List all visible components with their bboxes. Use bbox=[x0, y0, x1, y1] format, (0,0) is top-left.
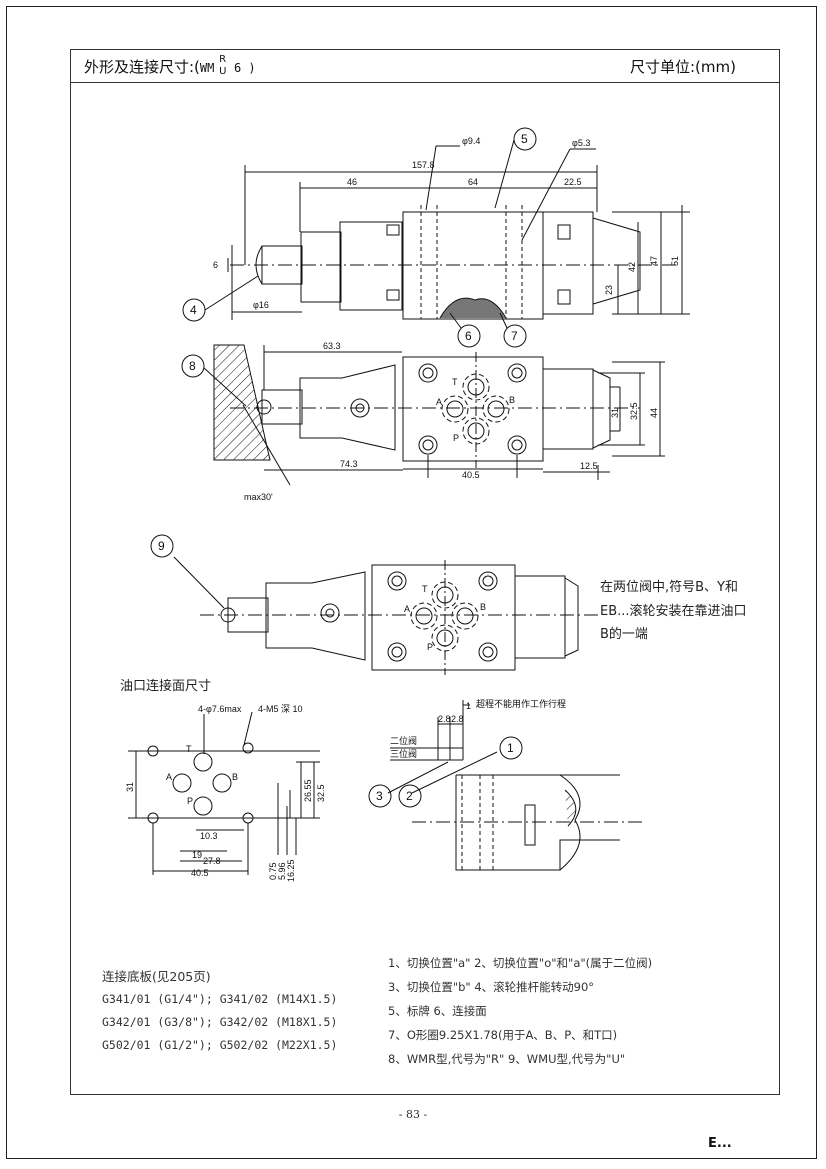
drawing-frame bbox=[70, 49, 780, 1095]
port-a-mid: A bbox=[404, 604, 410, 614]
base-plate-row: G342/01 (G3/8"); G342/02 (M18X1.5) bbox=[102, 1015, 338, 1029]
model-u: U bbox=[219, 65, 227, 77]
roller-note: 在两位阀中,符号B、Y和EB...滚轮安装在靠进油口B的一端 bbox=[600, 580, 747, 642]
dim-max30: max30' bbox=[244, 492, 273, 502]
dim-s28a: 2.8 bbox=[438, 714, 451, 724]
port-p-mid: P bbox=[427, 642, 433, 652]
dim-42: 42 bbox=[627, 262, 637, 272]
legend-item: 3、切换位置"b" 4、滚轮推杆能转动90° bbox=[388, 980, 595, 994]
dim-b325: 32.5 bbox=[316, 784, 326, 802]
label-two-pos: 二位阀 bbox=[390, 735, 417, 746]
dim-633: 63.3 bbox=[323, 341, 341, 351]
base-plate-row: G341/01 (G1/4"); G341/02 (M14X1.5) bbox=[102, 992, 338, 1006]
header-divider bbox=[70, 82, 780, 83]
port-p-top: P bbox=[453, 433, 459, 443]
port-a-bot: A bbox=[166, 772, 172, 782]
dim-1578: 157.8 bbox=[412, 160, 435, 170]
dim-b19: 19 bbox=[192, 850, 202, 860]
stroke-note: 超程不能用作工作行程 bbox=[476, 698, 566, 709]
model-suffix: 6 ) bbox=[233, 61, 256, 75]
dim-b103: 10.3 bbox=[200, 831, 218, 841]
port-a-top: A bbox=[436, 397, 442, 407]
dim-125: 12.5 bbox=[580, 461, 598, 471]
callout-5: 5 bbox=[521, 132, 528, 146]
dim-s28b: 2.8 bbox=[451, 714, 464, 724]
dim-46: 46 bbox=[347, 177, 357, 187]
brand-logo: E... bbox=[708, 1136, 732, 1151]
dim-47: 47 bbox=[649, 256, 659, 266]
legend-item: 7、O形圈9.25X1.78(用于A、B、P、和T口) bbox=[388, 1028, 618, 1042]
page-number: - 83 - bbox=[398, 1108, 428, 1121]
dim-23: 23 bbox=[604, 285, 614, 295]
port-t-bot: T bbox=[186, 744, 192, 754]
base-plate-list: 连接底板(见205页) G341/01 (G1/4"); G341/02 (M1… bbox=[102, 965, 337, 1057]
dim-405: 40.5 bbox=[462, 470, 480, 480]
legend-item: 5、标牌 6、连接面 bbox=[388, 1004, 487, 1018]
wmu-view bbox=[173, 556, 600, 675]
side-view bbox=[227, 145, 690, 320]
port-t-mid: T bbox=[422, 584, 428, 594]
port-p-bot: P bbox=[187, 796, 193, 806]
oil-port-caption: 油口连接面尺寸 bbox=[120, 679, 212, 694]
dim-b2655: 26.55 bbox=[303, 779, 313, 802]
dim-b596: 5.96 bbox=[277, 862, 287, 880]
dim-s1: 1 bbox=[466, 701, 471, 711]
dim-phi53: φ5.3 bbox=[572, 138, 590, 148]
dim-b1625: 16.25 bbox=[286, 859, 296, 882]
label-three-pos: 三位阀 bbox=[390, 748, 417, 759]
base-plate-title: 连接底板(见205页) bbox=[102, 969, 211, 984]
model-r: R bbox=[219, 53, 227, 65]
base-plate-row: G502/01 (G1/2"); G502/02 (M22X1.5) bbox=[102, 1038, 338, 1052]
dim-225: 22.5 bbox=[564, 177, 582, 187]
dim-6: 6 bbox=[213, 260, 218, 270]
dim-b075: 0.75 bbox=[268, 862, 278, 880]
page-border bbox=[6, 6, 817, 1159]
model-prefix: WM bbox=[199, 61, 215, 75]
port-pattern bbox=[128, 711, 320, 875]
callout-6: 6 bbox=[465, 329, 472, 343]
port-b-bot: B bbox=[232, 772, 238, 782]
port-b-top: B bbox=[509, 395, 515, 405]
roller-detail bbox=[387, 700, 645, 871]
dim-325: 32.5 bbox=[629, 402, 639, 420]
dim-b405: 40.5 bbox=[191, 868, 209, 878]
dim-b278: 27.8 bbox=[203, 856, 221, 866]
parts-legend: 1、切换位置"a" 2、切换位置"o"和"a"(属于二位阀) 3、切换位置"b"… bbox=[388, 951, 652, 1071]
callout-3: 3 bbox=[376, 789, 383, 803]
callout-1: 1 bbox=[507, 741, 514, 755]
callout-2: 2 bbox=[406, 789, 413, 803]
callout-7: 7 bbox=[511, 329, 518, 343]
dim-31: 31 bbox=[610, 408, 620, 418]
callout-8: 8 bbox=[189, 359, 196, 373]
dim-b31: 31 bbox=[125, 782, 135, 792]
legend-item: 8、WMR型,代号为"R" 9、WMU型,代号为"U" bbox=[388, 1052, 626, 1066]
unit-label: 尺寸单位:(mm) bbox=[630, 58, 736, 76]
dim-51: 51 bbox=[670, 256, 680, 266]
legend-item: 1、切换位置"a" 2、切换位置"o"和"a"(属于二位阀) bbox=[388, 956, 653, 970]
port-t-top: T bbox=[452, 377, 458, 387]
callout-4: 4 bbox=[190, 303, 197, 317]
dim-64: 64 bbox=[468, 177, 478, 187]
title-text: 外形及连接尺寸:( bbox=[84, 58, 200, 76]
port-b-mid: B bbox=[480, 602, 486, 612]
dim-phi16: φ16 bbox=[253, 300, 269, 310]
callout-9: 9 bbox=[158, 539, 165, 553]
dim-743: 74.3 bbox=[340, 459, 358, 469]
dim-m5: 4-M5 深 10 bbox=[258, 704, 303, 714]
dim-hole4: 4-φ7.6max bbox=[198, 704, 242, 714]
dim-44: 44 bbox=[649, 408, 659, 418]
dim-phi94: φ9.4 bbox=[462, 136, 480, 146]
